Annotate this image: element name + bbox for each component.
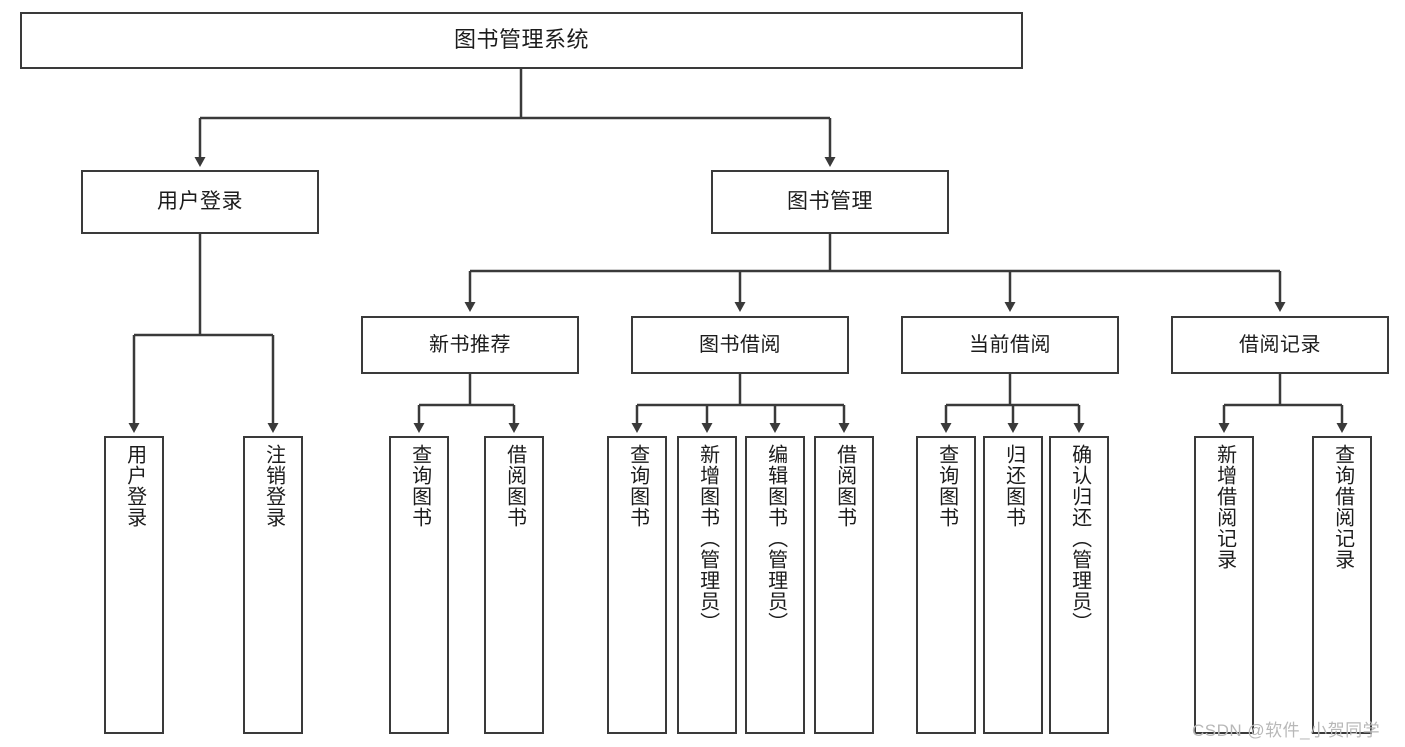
node-label: 图书管理系统 bbox=[453, 27, 589, 53]
node-current-borrow[interactable]: 当前借阅 bbox=[901, 316, 1119, 374]
node-label: 新书推荐 bbox=[429, 334, 511, 356]
node-label: 图书管理 bbox=[787, 190, 873, 214]
node-leaf-borrow-book-recommend[interactable]: 借阅图书 bbox=[484, 436, 544, 734]
node-label: 查询图书 bbox=[626, 444, 649, 528]
node-user-login[interactable]: 用户登录 bbox=[81, 170, 319, 234]
node-leaf-logout[interactable]: 注销登录 bbox=[243, 436, 303, 734]
node-label: 查询借阅记录 bbox=[1331, 444, 1354, 570]
edges-root-to-level1 bbox=[194, 69, 836, 167]
node-label: 新增借阅记录 bbox=[1213, 444, 1236, 570]
node-leaf-query-book-borrow[interactable]: 查询图书 bbox=[607, 436, 667, 734]
node-label: 用户登录 bbox=[123, 444, 146, 528]
watermark-text: CSDN @软件_小贺同学 bbox=[1192, 721, 1381, 740]
node-leaf-borrow-book[interactable]: 借阅图书 bbox=[814, 436, 874, 734]
node-leaf-edit-book-admin[interactable]: 编辑图书（管理员） bbox=[745, 436, 805, 734]
node-label: 注销登录 bbox=[262, 444, 285, 528]
edges-bookmgmt-to-level2 bbox=[464, 234, 1286, 312]
node-leaf-query-book-recommend[interactable]: 查询图书 bbox=[389, 436, 449, 734]
edges-currentborrow-to-leaves bbox=[940, 374, 1085, 433]
node-root-system[interactable]: 图书管理系统 bbox=[20, 12, 1023, 69]
node-borrow-records[interactable]: 借阅记录 bbox=[1171, 316, 1389, 374]
node-book-borrow[interactable]: 图书借阅 bbox=[631, 316, 849, 374]
edges-recommend-to-leaves bbox=[413, 374, 520, 433]
edges-bookborrow-to-leaves bbox=[631, 374, 850, 433]
node-label: 查询图书 bbox=[408, 444, 431, 528]
node-label: 借阅图书 bbox=[833, 444, 856, 528]
node-label: 新增图书（管理员） bbox=[696, 444, 719, 633]
node-label: 查询图书 bbox=[935, 444, 958, 528]
edges-borrowrecords-to-leaves bbox=[1218, 374, 1348, 433]
node-new-book-recommend[interactable]: 新书推荐 bbox=[361, 316, 579, 374]
node-leaf-user-login[interactable]: 用户登录 bbox=[104, 436, 164, 734]
node-label: 归还图书 bbox=[1002, 444, 1025, 528]
node-leaf-add-borrow-record[interactable]: 新增借阅记录 bbox=[1194, 436, 1254, 734]
node-label: 确认归还（管理员） bbox=[1068, 444, 1091, 633]
node-book-management[interactable]: 图书管理 bbox=[711, 170, 949, 234]
node-leaf-query-book-current[interactable]: 查询图书 bbox=[916, 436, 976, 734]
node-leaf-return-book[interactable]: 归还图书 bbox=[983, 436, 1043, 734]
node-leaf-confirm-return-admin[interactable]: 确认归还（管理员） bbox=[1049, 436, 1109, 734]
node-leaf-add-book-admin[interactable]: 新增图书（管理员） bbox=[677, 436, 737, 734]
node-label: 借阅记录 bbox=[1239, 334, 1321, 356]
node-label: 当前借阅 bbox=[969, 334, 1051, 356]
edges-userlogin-to-leaves bbox=[128, 234, 279, 433]
node-label: 图书借阅 bbox=[699, 334, 781, 356]
node-label: 借阅图书 bbox=[503, 444, 526, 528]
node-label: 用户登录 bbox=[157, 190, 243, 214]
node-leaf-query-borrow-record[interactable]: 查询借阅记录 bbox=[1312, 436, 1372, 734]
node-label: 编辑图书（管理员） bbox=[764, 444, 787, 633]
